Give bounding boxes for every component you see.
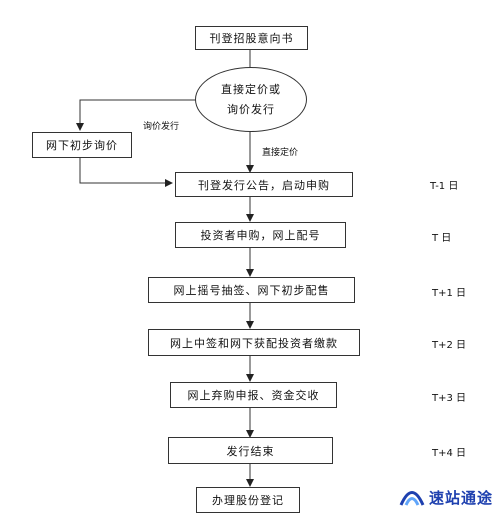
node-prospectus-label: 刊登招股意向书 (209, 32, 294, 45)
node-lottery: 网上摇号抽签、网下初步配售 (148, 277, 355, 303)
day-label-t: T 日 (432, 233, 452, 244)
node-subscription: 投资者申购，网上配号 (175, 222, 346, 248)
node-subscription-label: 投资者申购，网上配号 (200, 229, 321, 242)
node-offline-inquiry-label: 网下初步询价 (46, 139, 118, 152)
node-payment: 网上中签和网下获配投资者缴款 (148, 329, 360, 356)
node-end: 发行结束 (168, 437, 333, 464)
node-abandoned-label: 网上弃购申报、资金交收 (187, 389, 320, 402)
watermark-logo-icon (399, 491, 425, 506)
edge-label-inquiry: 询价发行 (143, 122, 180, 132)
watermark-text: 速站通途 (429, 488, 494, 507)
node-pricing-decision: 直接定价或 询价发行 (195, 67, 307, 132)
node-lottery-label: 网上摇号抽签、网下初步配售 (173, 284, 330, 297)
arrow-pricing-to-inquiry (76, 99, 205, 131)
day-label-t-plus-2: T+2 日 (432, 340, 467, 351)
edge-label-direct: 直接定价 (262, 148, 299, 158)
node-announcement-label: 刊登发行公告，启动申购 (198, 178, 330, 192)
arrow-inquiry-to-announcement (79, 158, 173, 187)
day-label-t-plus-4: T+4 日 (432, 448, 467, 459)
node-pricing-line2: 询价发行 (227, 102, 275, 116)
node-offline-inquiry: 网下初步询价 (32, 132, 132, 158)
node-pricing-line1: 直接定价或 (221, 82, 281, 96)
node-registration: 办理股份登记 (196, 487, 300, 513)
node-registration-label: 办理股份登记 (212, 494, 284, 507)
day-label-t-minus-1: T-1 日 (430, 181, 459, 192)
node-announcement: 刊登发行公告，启动申购 (175, 172, 353, 197)
node-abandoned: 网上弃购申报、资金交收 (170, 382, 337, 408)
day-label-t-plus-3: T+3 日 (432, 393, 467, 404)
node-prospectus: 刊登招股意向书 (195, 26, 308, 50)
node-payment-label: 网上中签和网下获配投资者缴款 (170, 336, 338, 350)
node-end-label: 发行结束 (226, 444, 275, 458)
watermark: 速站通途 (398, 486, 493, 508)
day-label-t-plus-1: T+1 日 (432, 288, 467, 299)
